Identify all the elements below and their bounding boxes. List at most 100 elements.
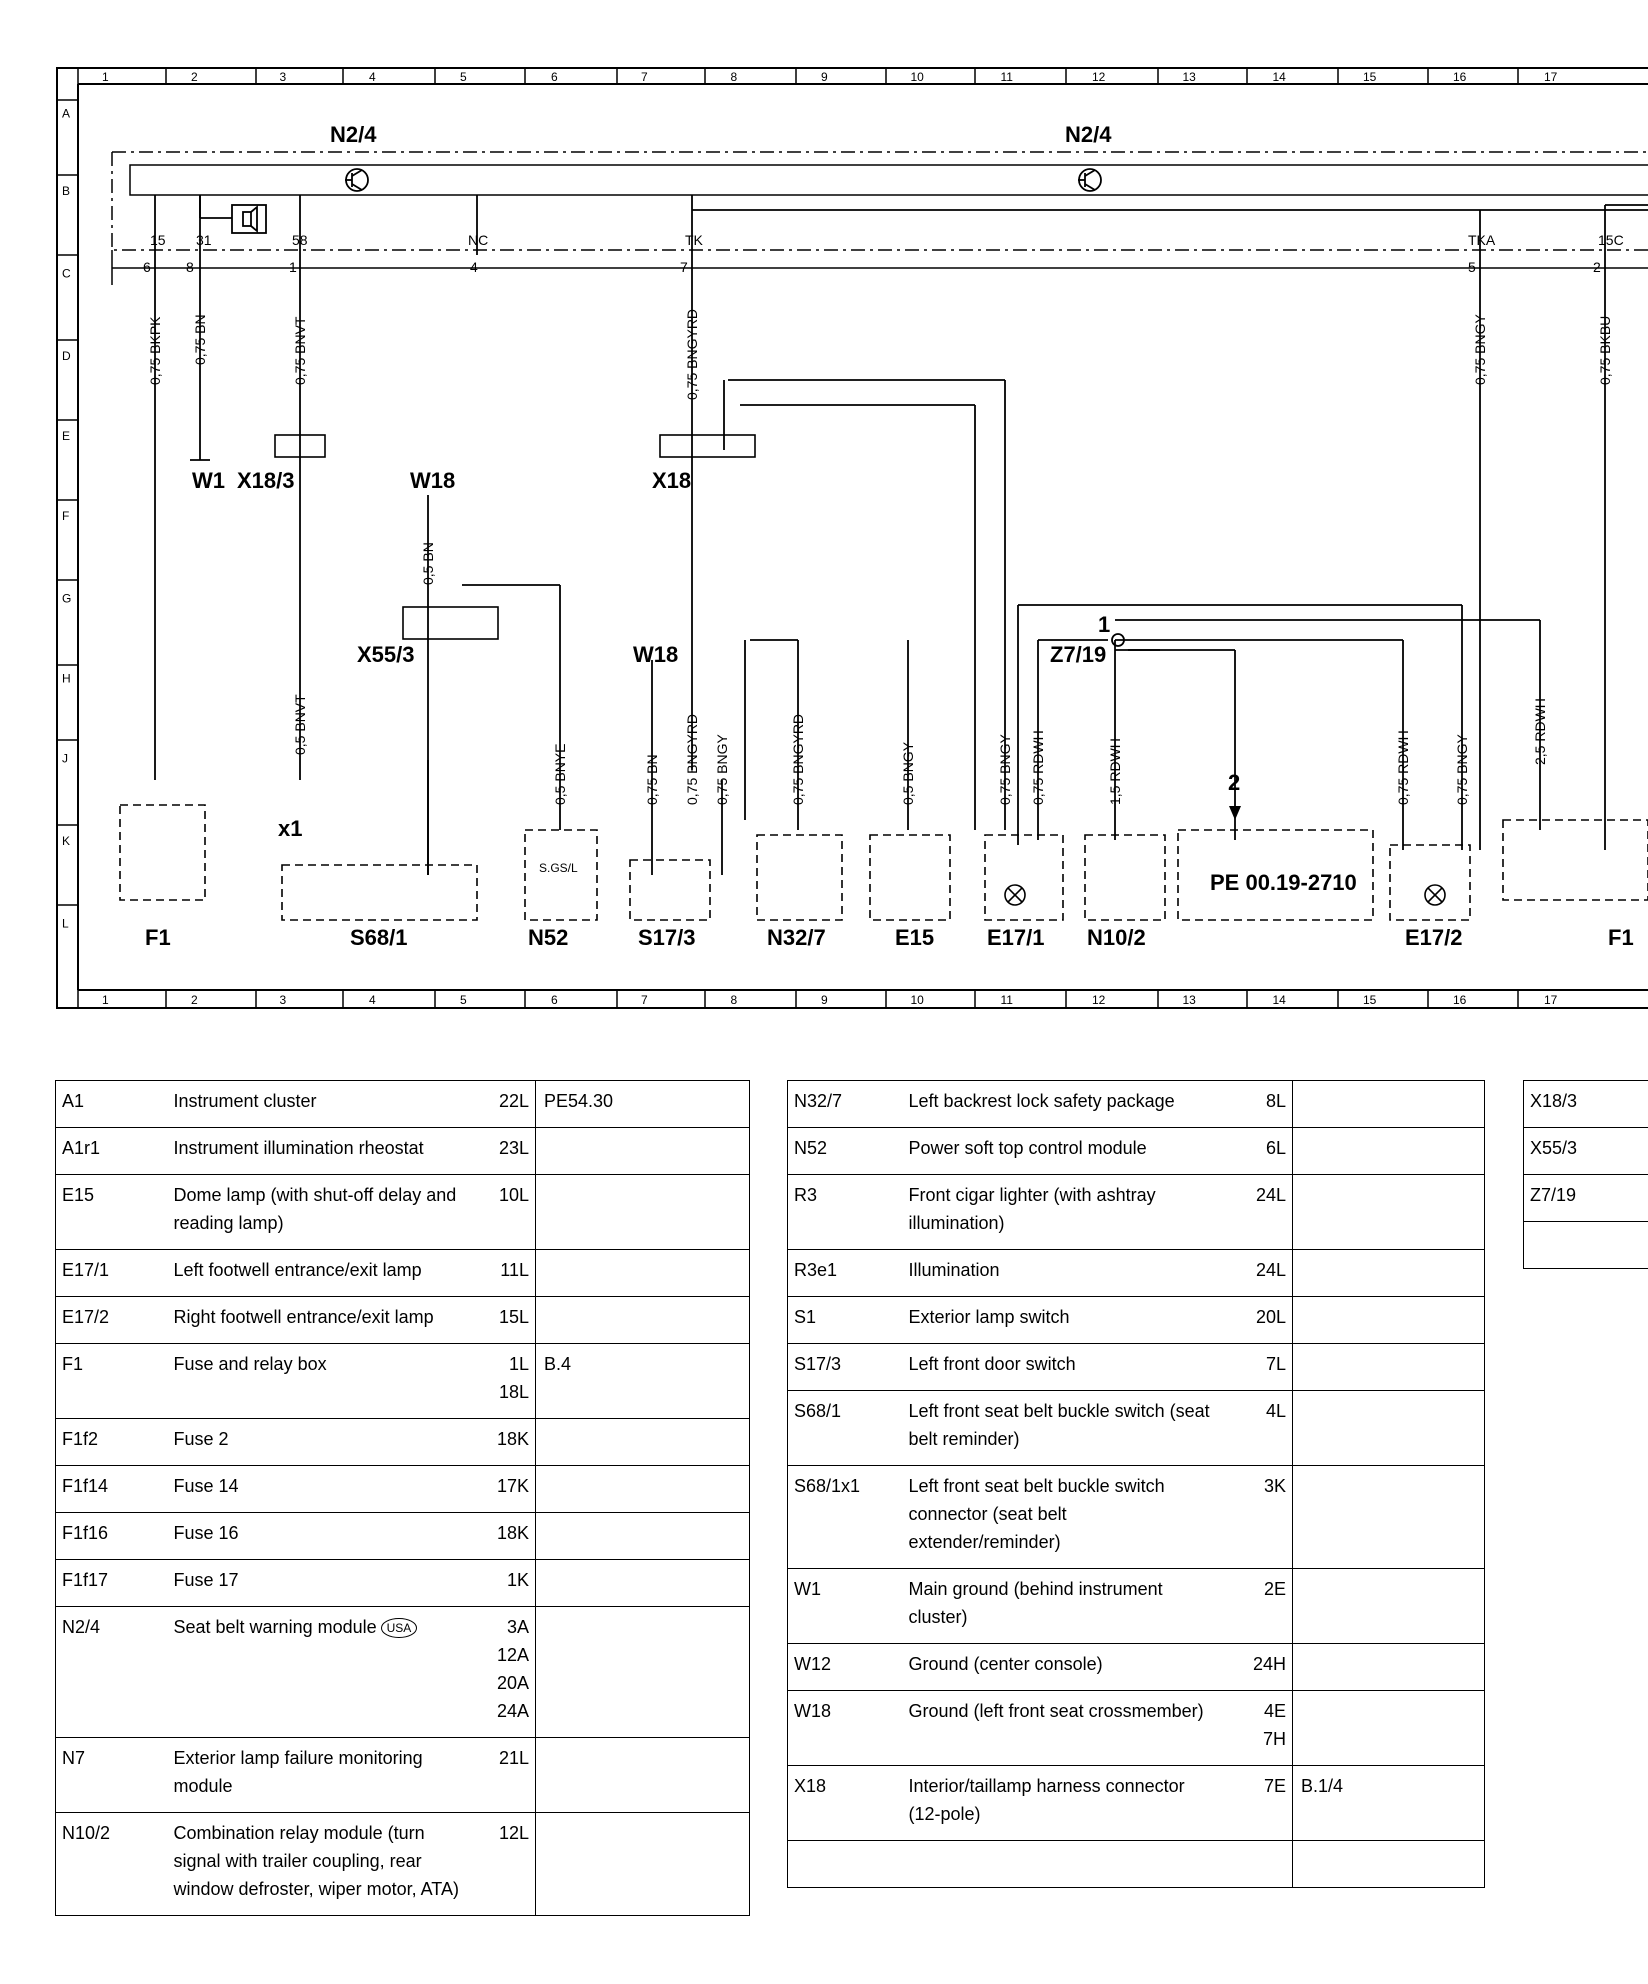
x1-label: x1 [278,816,302,841]
column-number: 17 [1544,70,1558,84]
column-number: 13 [1183,70,1197,84]
pin-label: 15C [1598,232,1624,248]
legend-code: W12 [787,1643,903,1691]
row-letter: E [62,429,70,443]
legend-ref [535,1737,750,1813]
buzzer-icon [231,204,267,234]
legend-ref [1292,1840,1485,1888]
column-number: 2 [191,993,198,1007]
legend-ref [535,1249,750,1297]
legend-loc: 4L [1227,1390,1293,1466]
legend-code: N7 [55,1737,168,1813]
legend-desc: Main ground (behind instrument cluster) [902,1568,1228,1644]
legend-desc: Ground (left front seat crossmember) [902,1690,1228,1766]
legend-ref [1292,1249,1485,1297]
arrow-number: 2 [1228,770,1240,795]
wire-label: 0,5 BNGY [900,741,916,805]
legend-code: X55/3 [1523,1127,1648,1175]
row-letter: B [62,184,70,198]
wire-label: 2,5 RDWH [1532,698,1548,765]
legend-loc: 1K [477,1559,536,1607]
legend-loc: 1L 18L [477,1343,536,1419]
legend-loc: 24L [1227,1174,1293,1250]
legend-ref: PE54.30 [535,1080,750,1128]
legend-code [787,1840,903,1888]
legend-loc: 4E 7H [1227,1690,1293,1766]
legend-ref [1292,1465,1485,1569]
legend-desc: Dome lamp (with shut-off delay and readi… [167,1174,478,1250]
pin-label: 58 [292,232,308,248]
column-number: 1 [102,993,109,1007]
column-number: 11 [1001,70,1014,84]
pin-label: 1 [289,259,297,275]
legend-loc: 10L [477,1174,536,1250]
transistor-icon [1078,168,1102,192]
legend-loc: 22L [477,1080,536,1128]
wire-label: 0,75 BN [192,314,208,365]
row-letter: D [62,349,71,363]
wire-label: 0,5 BNYE [552,744,568,805]
pin-label: 31 [196,232,212,248]
legend-desc: Left front seat belt buckle switch conne… [902,1465,1228,1569]
legend-code: A1 [55,1080,168,1128]
wire-label: 0,75 BNGYRD [790,714,806,805]
column-number: 6 [551,70,558,84]
column-number: 8 [731,70,738,84]
legend-code: S17/3 [787,1343,903,1391]
legend-code: N52 [787,1127,903,1175]
legend-ref [1292,1296,1485,1344]
x18-connector [659,434,756,458]
w1-label: W1 [192,468,225,493]
legend-loc: 6L [1227,1127,1293,1175]
legend-loc: 3A 12A 20A 24A [477,1606,536,1738]
legend-ref [1292,1127,1485,1175]
wire-label: 0,5 BNVT [292,694,308,755]
legend-desc: Ground (center console) [902,1643,1228,1691]
legend-loc: 12L [477,1812,536,1916]
row-letter: A [62,107,70,121]
e17-1-label: E17/1 [987,925,1045,950]
column-number: 7 [641,993,648,1007]
wire-label: 0,75 BNVT [292,316,308,385]
column-number: 4 [369,993,376,1007]
legend-code: F1f17 [55,1559,168,1607]
legend-desc: Combination relay module (turn signal wi… [167,1812,478,1916]
legend-code: F1f16 [55,1512,168,1560]
n24-module-outline [111,151,1648,285]
row-letter: G [62,592,71,606]
column-number: 11 [1001,993,1014,1007]
legend-loc: 18K [477,1418,536,1466]
pin-label: 5 [1468,259,1476,275]
pe-reference: PE 00.19-2710 [1210,870,1357,895]
usa-badge: USA [380,1618,418,1639]
legend-loc: 2E [1227,1568,1293,1644]
n52-label: N52 [528,925,568,950]
legend-row [1523,1221,1648,1269]
legend-loc: 24L [1227,1249,1293,1297]
legend-loc: 7L [1227,1343,1293,1391]
legend-desc: Interior/taillamp harness connector (12-… [902,1765,1228,1841]
legend-row [787,1840,1485,1888]
legend-loc: 24H [1227,1643,1293,1691]
wire-label: 0,5 BN [420,542,436,585]
pin-label: 2 [1593,259,1601,275]
legend-loc [1227,1840,1293,1888]
transistor-icon [345,168,369,192]
column-number: 15 [1363,70,1377,84]
legend-code [1523,1221,1648,1269]
column-number: 17 [1544,993,1558,1007]
legend-ref [535,1418,750,1466]
legend-ref: B.1/4 [1292,1765,1485,1841]
